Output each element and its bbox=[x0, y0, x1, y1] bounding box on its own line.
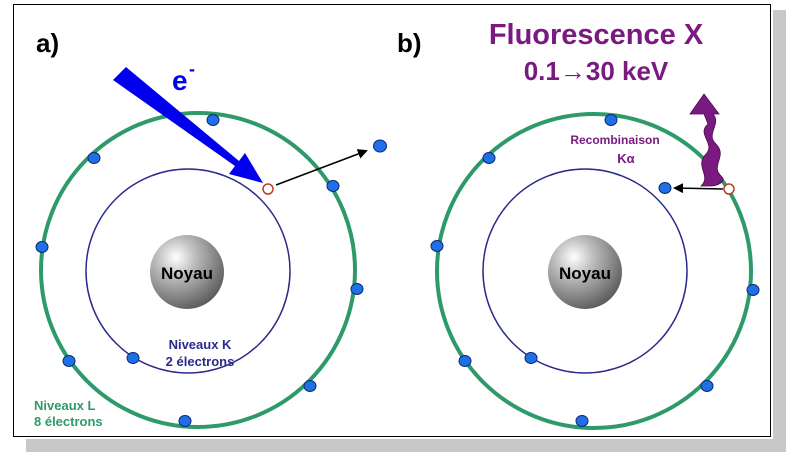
k-shell-orbit bbox=[85, 168, 291, 374]
incident-electron-charge: - bbox=[189, 59, 195, 79]
recombination-label-line2: Kα bbox=[617, 151, 634, 166]
electron bbox=[575, 415, 589, 427]
electron bbox=[206, 114, 220, 126]
electron bbox=[746, 284, 760, 296]
panel-b: b) Fluorescence X 0.1→30 keV Noyau bbox=[397, 19, 760, 430]
electron bbox=[303, 380, 317, 392]
l-shell-orbit bbox=[39, 111, 357, 429]
electron bbox=[87, 152, 101, 164]
l-shell-label-line2: 8 électrons bbox=[34, 414, 103, 429]
k-shell-electron-filled bbox=[658, 182, 672, 194]
panel-a: a) Noyau e - Niveaux bbox=[34, 28, 387, 429]
electron bbox=[458, 355, 472, 367]
fluorescence-energy-range: 0.1→30 keV bbox=[524, 56, 669, 86]
nucleus-label: Noyau bbox=[559, 264, 611, 283]
k-shell-label-line2: 2 électrons bbox=[166, 354, 235, 369]
l-shell-label-line1: Niveaux L bbox=[34, 398, 95, 413]
l-shell-orbit bbox=[435, 112, 753, 430]
k-shell-orbit bbox=[482, 168, 688, 374]
k-shell-vacancy bbox=[262, 183, 274, 195]
k-shell-electron bbox=[524, 352, 538, 364]
frame-shadow-right bbox=[773, 10, 786, 452]
x-ray-photon-arrow bbox=[689, 93, 724, 187]
recombination-arrow bbox=[673, 183, 724, 194]
figure-frame bbox=[13, 4, 771, 437]
panel-b-label: b) bbox=[397, 28, 422, 58]
nucleus bbox=[548, 235, 622, 309]
k-shell-label-line1: Niveaux K bbox=[169, 337, 232, 352]
ejection-arrow bbox=[275, 149, 368, 186]
fluorescence-title: Fluorescence X bbox=[489, 19, 704, 51]
electron bbox=[430, 240, 444, 252]
electron bbox=[62, 355, 76, 367]
nucleus bbox=[150, 235, 224, 309]
k-shell-electron bbox=[126, 352, 140, 364]
nucleus-label: Noyau bbox=[161, 264, 213, 283]
electron bbox=[350, 283, 364, 295]
ejected-electron bbox=[373, 139, 387, 153]
l-shell-electrons bbox=[35, 114, 364, 427]
frame-shadow-bottom bbox=[26, 439, 778, 452]
electron bbox=[178, 415, 192, 427]
incident-electron-arrow bbox=[113, 67, 263, 183]
electron bbox=[482, 152, 496, 164]
incident-electron-label: e bbox=[172, 65, 188, 96]
electron bbox=[604, 114, 618, 126]
electron bbox=[35, 241, 49, 253]
panel-a-label: a) bbox=[36, 28, 59, 58]
electron bbox=[700, 380, 714, 392]
recombination-label-line1: Recombinaison bbox=[570, 133, 659, 147]
l-shell-electrons bbox=[430, 114, 760, 427]
electron bbox=[326, 180, 340, 192]
l-shell-vacancy bbox=[723, 183, 735, 195]
